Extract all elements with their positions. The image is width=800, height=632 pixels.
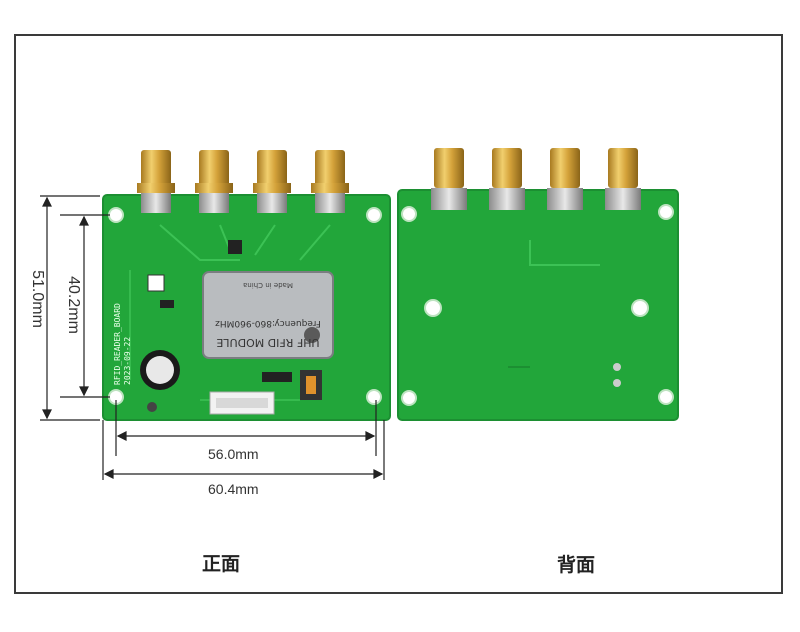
dimension-height-outer: 51.0mm (29, 270, 46, 328)
sma-connector-1 (137, 150, 175, 213)
back-sma-3 (547, 148, 583, 210)
dimension-lines (40, 195, 385, 480)
front-view-label: 正面 (202, 553, 241, 575)
sma-connector-4 (311, 150, 349, 213)
front-pcb: UHF RFID MODULE Frequency:860-960MHz Mad… (102, 150, 391, 421)
back-view-label: 背面 (557, 554, 596, 576)
image-frame (14, 34, 783, 594)
board-name-silkscreen: RFID_READER_BOARD (113, 303, 122, 385)
module-text-line2: Frequency:860-960MHz (215, 318, 321, 328)
buzzer (140, 350, 180, 390)
dimension-width-outer: 60.4mm (208, 481, 259, 497)
back-sma-2 (489, 148, 525, 210)
board-date-silkscreen: 2023-09-22 (123, 337, 132, 385)
back-sma-4 (605, 148, 641, 210)
back-pcb (397, 148, 679, 421)
dimension-width-inner: 56.0mm (208, 446, 259, 462)
sma-connector-2 (195, 150, 233, 213)
uhf-rfid-module: UHF RFID MODULE Frequency:860-960MHz Mad… (202, 271, 334, 359)
back-sma-1 (431, 148, 467, 210)
module-text-line3: Made in China (243, 281, 293, 289)
white-header-connector (209, 391, 275, 415)
module-text-line1: UHF RFID MODULE (216, 336, 319, 349)
dimension-height-inner: 40.2mm (65, 276, 82, 334)
sma-connector-3 (253, 150, 291, 213)
